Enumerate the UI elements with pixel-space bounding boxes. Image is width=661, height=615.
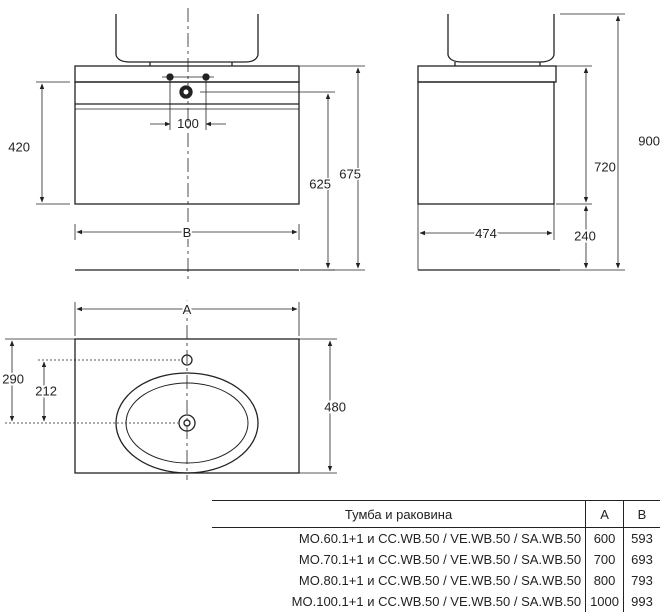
dim-side-floor-clearance: 240 [574, 228, 596, 243]
dim-front-height-total: 675 [339, 166, 361, 181]
table-cell-model: MO.100.1+1 и CC.WB.50 / VE.WB.50 / SA.WB… [291, 594, 582, 609]
dimensions-table: Тумба и раковина A B MO.60.1+1 и CC.WB.5… [212, 500, 660, 612]
side-view [417, 13, 625, 271]
front-countertop [74, 65, 300, 83]
table-header-b: B [623, 500, 660, 528]
dim-top-depth: 480 [324, 399, 346, 414]
dim-top-hole-offset: 290 [2, 371, 24, 386]
dim-top-width: A [183, 302, 192, 317]
table-header-a: A [585, 500, 624, 528]
top-basin-outer [115, 372, 259, 474]
table-cell-b: 993 [623, 591, 660, 612]
table-cell-b: 693 [623, 549, 660, 570]
dim-front-width: B [183, 225, 192, 240]
front-cabinet [74, 81, 300, 205]
table-row: MO.60.1+1 и CC.WB.50 / VE.WB.50 / SA.WB.… [212, 527, 660, 549]
table-cell-b: 793 [623, 570, 660, 591]
table-row: MO.100.1+1 и CC.WB.50 / VE.WB.50 / SA.WB… [212, 591, 660, 612]
table-cell-b: 593 [623, 527, 660, 549]
top-view [5, 300, 337, 480]
dim-side-height-total: 900 [638, 133, 660, 148]
table-row: MO.70.1+1 и CC.WB.50 / VE.WB.50 / SA.WB.… [212, 549, 660, 570]
table-row: MO.80.1+1 и CC.WB.50 / VE.WB.50 / SA.WB.… [212, 570, 660, 591]
dim-top-drain-offset: 212 [35, 383, 57, 398]
table-header-row: Тумба и раковина A B [212, 500, 660, 528]
dim-side-height-cabinet: 720 [594, 159, 616, 174]
front-view [36, 8, 365, 280]
table-cell-model: MO.70.1+1 и CC.WB.50 / VE.WB.50 / SA.WB.… [298, 552, 582, 567]
table-header-model: Тумба и раковина [212, 500, 586, 528]
table-cell-model: MO.80.1+1 и CC.WB.50 / VE.WB.50 / SA.WB.… [298, 573, 582, 588]
table-cell-model: MO.60.1+1 и CC.WB.50 / VE.WB.50 / SA.WB.… [298, 531, 582, 546]
side-cabinet [417, 81, 555, 205]
dim-front-height-drawer: 420 [8, 139, 30, 154]
table-cell-a: 1000 [585, 591, 624, 612]
dim-front-hole-spacing: 100 [177, 116, 199, 131]
front-basin [115, 14, 259, 63]
table-cell-a: 600 [585, 527, 624, 549]
technical-drawing: 420 100 625 675 B 474 900 720 240 [0, 8, 660, 480]
side-countertop [417, 65, 557, 83]
table-cell-a: 700 [585, 549, 624, 570]
side-basin [447, 14, 555, 63]
table-cell-a: 800 [585, 570, 624, 591]
dim-front-height-cabinet: 625 [309, 176, 331, 191]
dim-side-depth: 474 [475, 226, 497, 241]
